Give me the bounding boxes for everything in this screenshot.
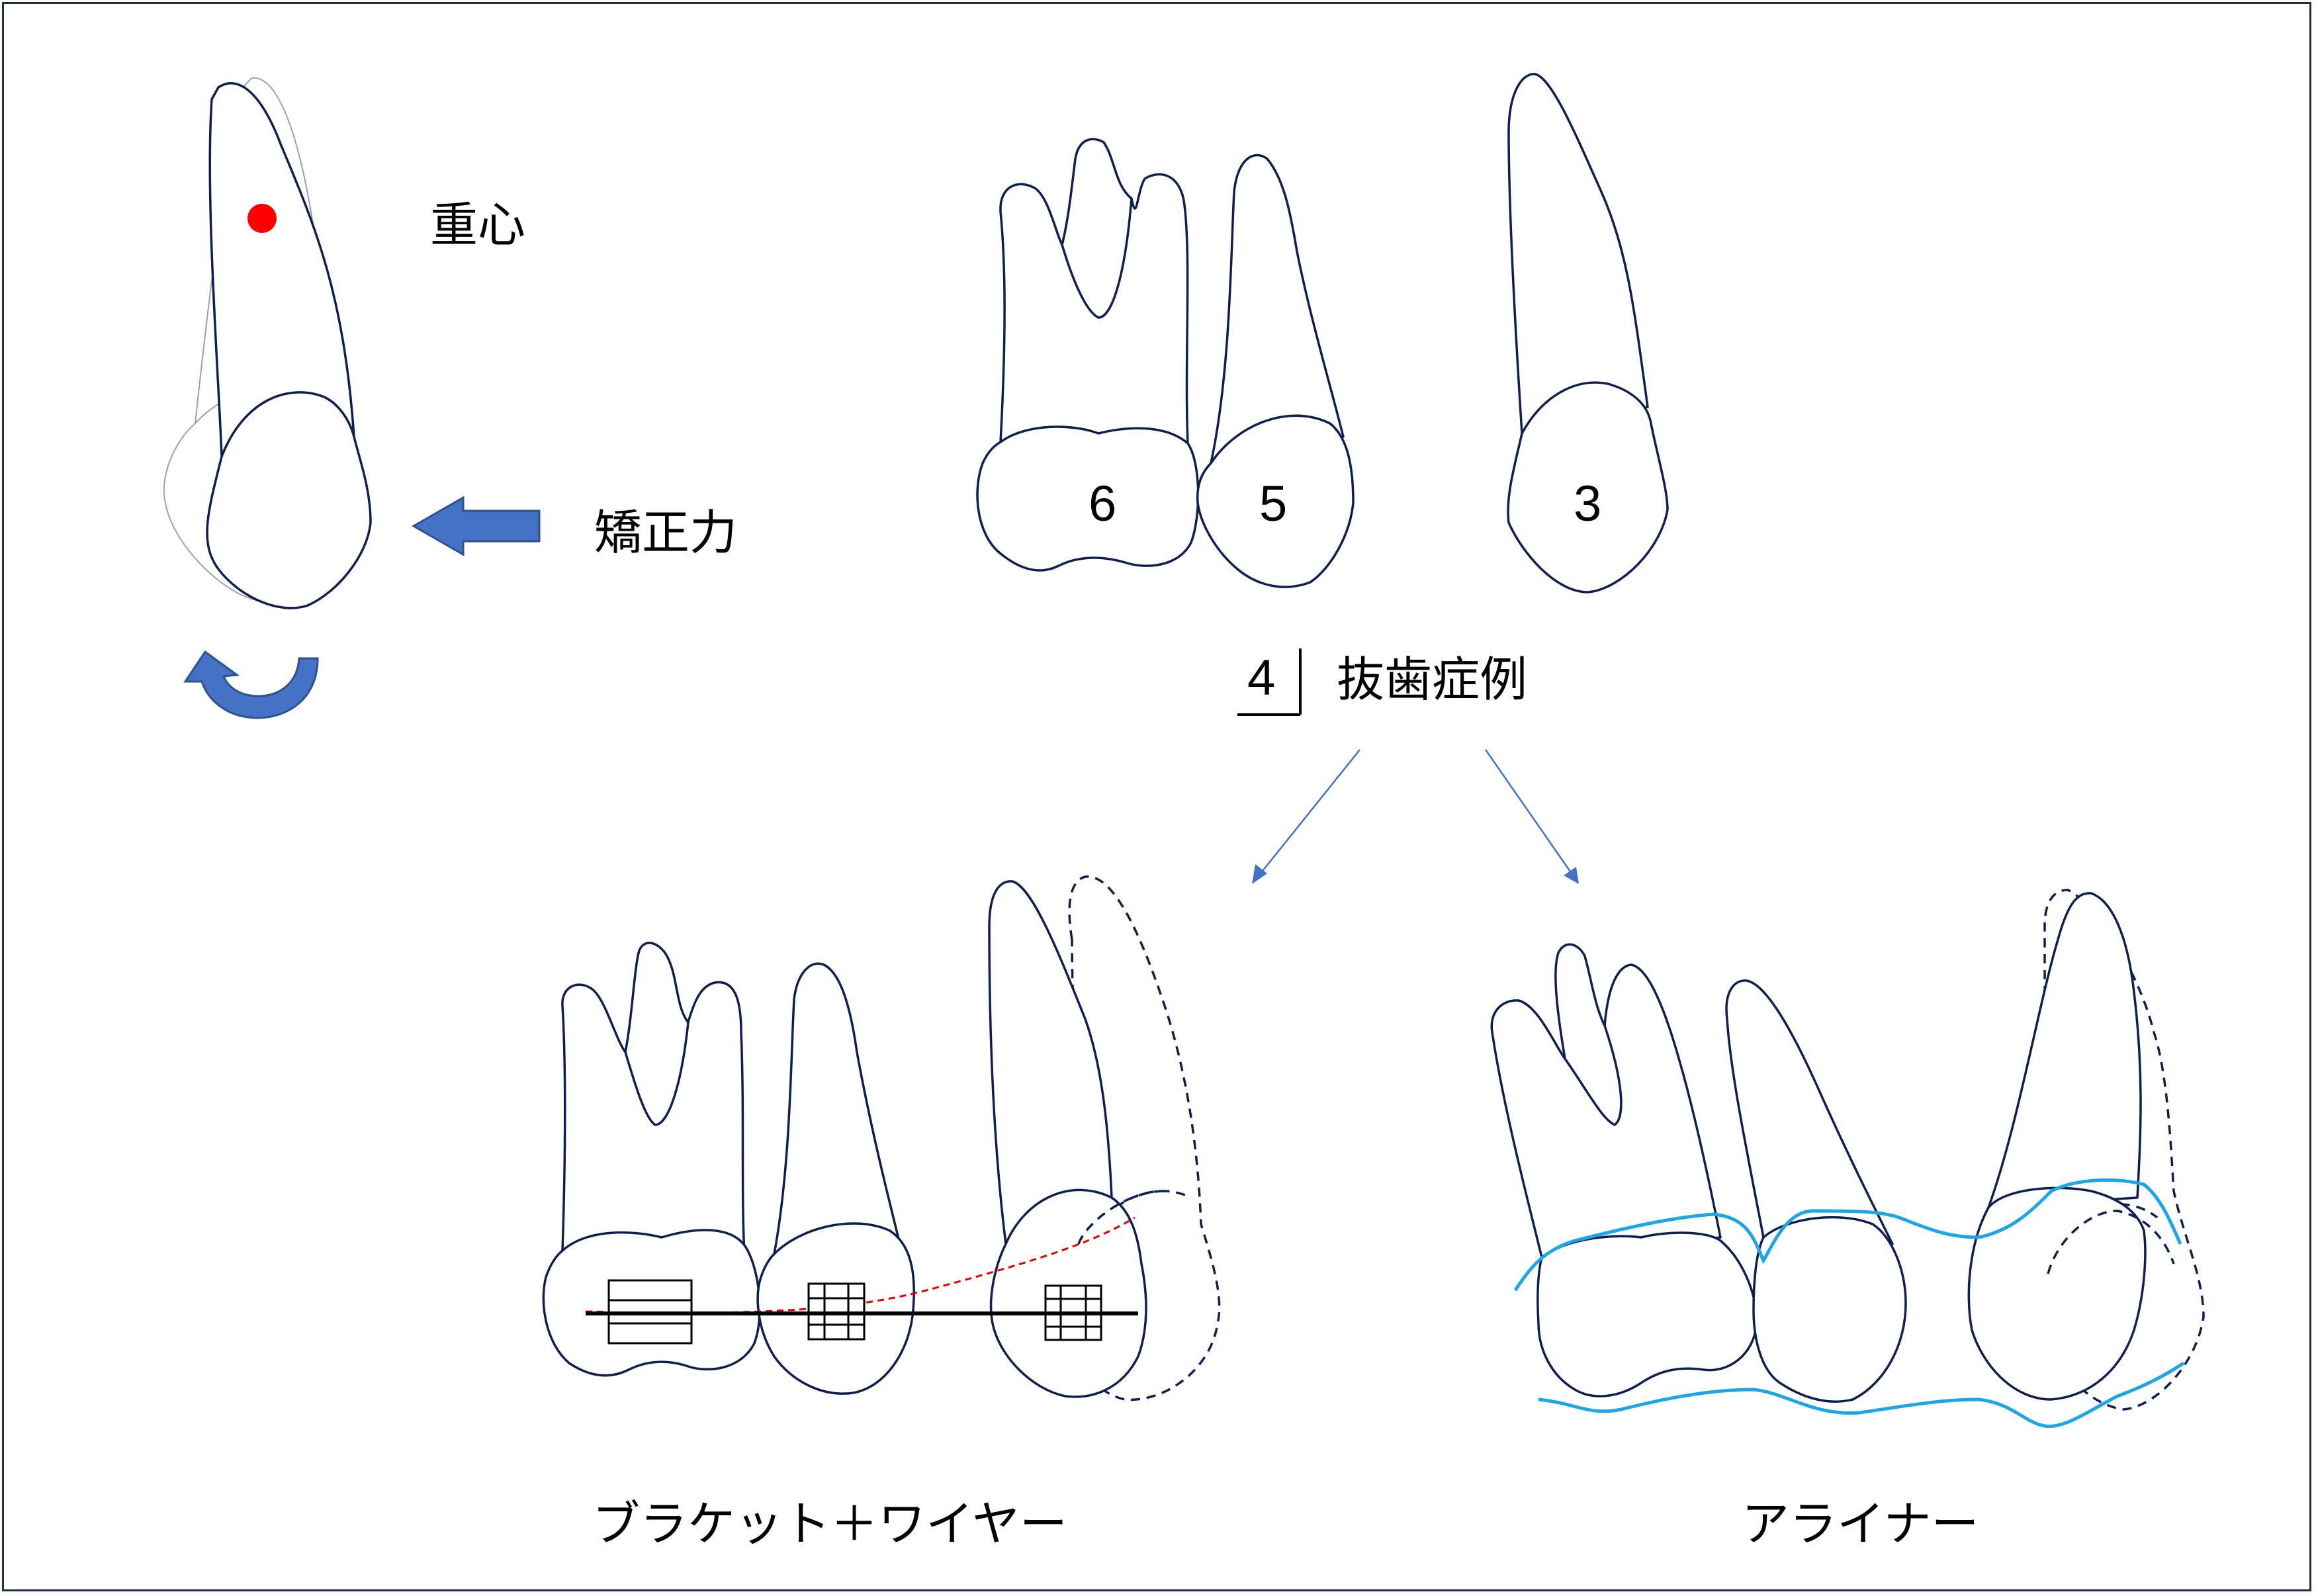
al-canine-dashed-front — [2047, 1210, 2175, 1274]
tipping-illustration: 重心 矯正力 — [163, 77, 737, 719]
al-premolar-crown — [1752, 1216, 1907, 1403]
premolar-tooth — [206, 82, 372, 609]
al-molar-crown — [1537, 1231, 1758, 1397]
bw-premolar-root — [773, 962, 901, 1255]
extraction-case-teeth: 6 5 3 4 抜歯症例 — [976, 73, 1669, 884]
tooth-3-label: 3 — [1574, 476, 1601, 532]
al-molar-root-gap — [1564, 1025, 1623, 1126]
extraction-tooth-number: 4 — [1247, 650, 1275, 706]
premolar-5-crown — [1196, 414, 1355, 588]
al-molar-roots — [1490, 943, 1722, 1259]
canine-3-crown — [1507, 381, 1669, 594]
aligner-upper-line — [1513, 1178, 2182, 1292]
bracket-wire-illustration: ブラケット＋ワイヤー — [542, 875, 1221, 1552]
aligner-illustration: アライナー — [1490, 889, 2205, 1552]
branch-arrow-right — [1484, 749, 1573, 874]
left-arrow-icon — [411, 496, 541, 556]
aligner-label: アライナー — [1742, 1496, 1979, 1552]
center-of-gravity-label: 重心 — [430, 197, 525, 253]
aligner-lower-line — [1538, 1361, 2185, 1429]
tooth-6-label: 6 — [1089, 476, 1116, 532]
rotate-ccw-icon — [183, 650, 319, 719]
center-of-gravity-dot — [247, 204, 277, 233]
bw-canine-root — [988, 880, 1113, 1245]
bw-molar-root-gap — [624, 1022, 690, 1126]
canine-3-root — [1507, 73, 1649, 435]
extraction-case-label: 抜歯症例 — [1337, 652, 1527, 707]
tooth-5-label: 5 — [1259, 476, 1287, 532]
branch-arrowhead-left — [1252, 864, 1267, 884]
bw-molar-roots — [561, 942, 746, 1255]
molar-6-crown — [976, 425, 1200, 572]
bracket-wire-label: ブラケット＋ワイヤー — [592, 1496, 1067, 1552]
molar-6-root-gap — [1061, 198, 1133, 319]
premolar-5-root — [1210, 154, 1345, 465]
orthodontic-force-label: 矯正力 — [594, 505, 737, 560]
wire-path-dashed — [585, 1216, 1136, 1314]
molar-6-roots — [999, 138, 1189, 445]
al-canine-crown — [1967, 1186, 2147, 1401]
al-premolar-root — [1725, 979, 1894, 1245]
crown-line — [220, 391, 355, 457]
branch-arrow-left — [1260, 749, 1360, 874]
bw-canine-ghost-overlap — [1077, 1190, 1165, 1245]
branch-arrowhead-right — [1564, 867, 1579, 884]
al-canine-root — [1987, 892, 2142, 1209]
